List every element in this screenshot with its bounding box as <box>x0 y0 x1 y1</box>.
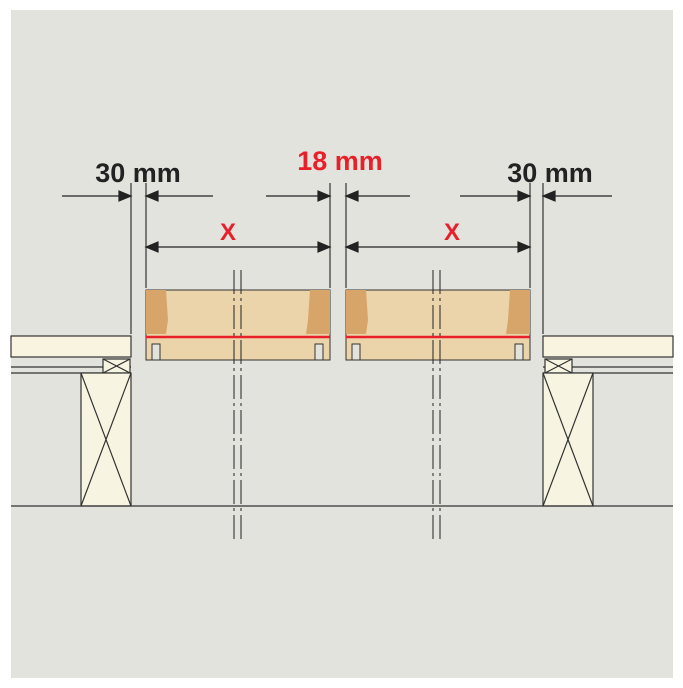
gap-label-middle: 18 mm <box>297 146 383 176</box>
gap-label-left: 30 mm <box>95 158 181 188</box>
floor-board-right <box>345 289 531 361</box>
gap-label-right: 30 mm <box>507 158 593 188</box>
right-subfloor <box>542 335 674 507</box>
width-arrow-left <box>144 241 332 253</box>
width-label-left: X <box>220 219 236 246</box>
left-subfloor <box>10 335 132 507</box>
width-label-right: X <box>444 219 460 246</box>
gap-arrows <box>62 190 612 202</box>
floor-board-left <box>145 289 331 361</box>
width-arrow-right <box>344 241 532 253</box>
centerline-right <box>432 270 441 542</box>
extension-lines <box>130 183 544 334</box>
centerline-left <box>233 270 242 542</box>
